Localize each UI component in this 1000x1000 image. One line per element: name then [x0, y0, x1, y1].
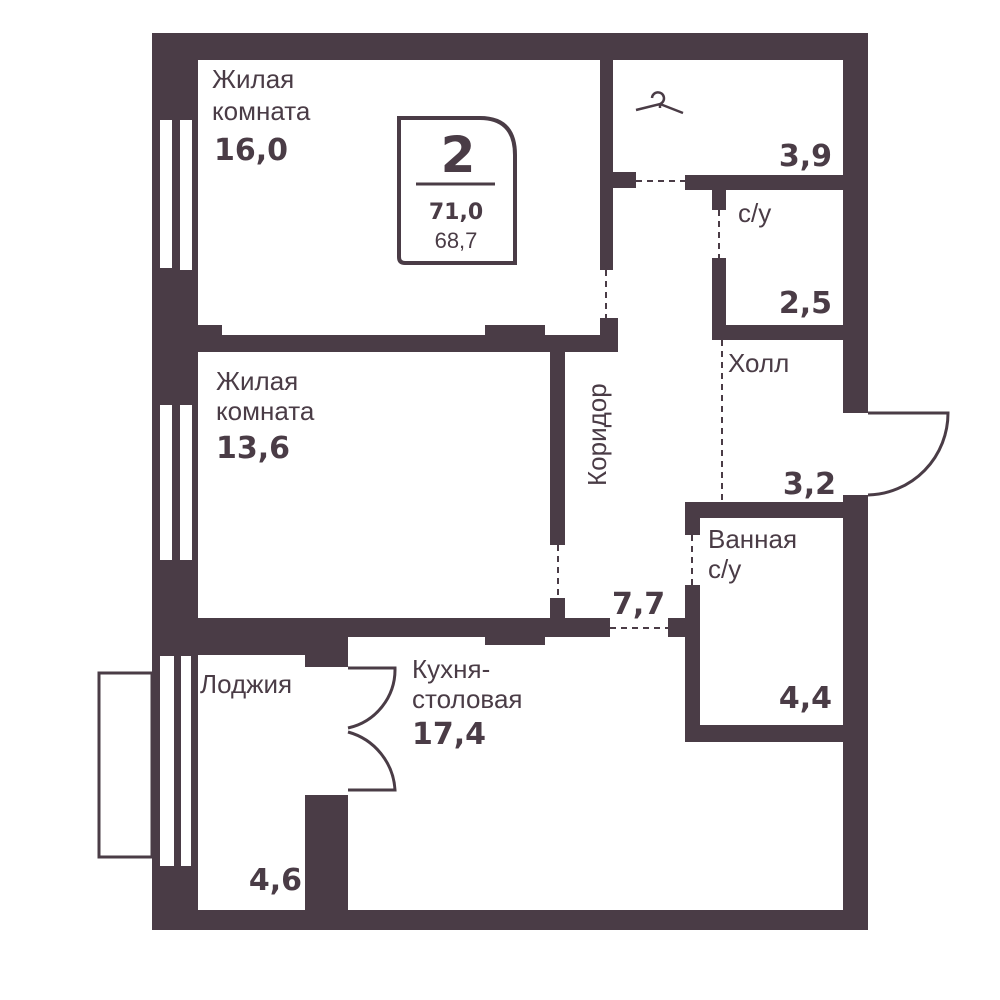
- loggia-door: [347, 666, 397, 792]
- room-name: комната: [212, 96, 311, 126]
- room-hall: Холл 3,2: [728, 348, 836, 502]
- room-area: 4,4: [779, 681, 832, 716]
- windows: [97, 120, 322, 895]
- hanger-icon: [635, 91, 684, 115]
- rooms-count: 2: [441, 126, 476, 184]
- room-name: Жилая: [212, 64, 294, 94]
- entrance-door: [867, 411, 950, 497]
- room-name: Холл: [728, 348, 789, 378]
- room-living-2: Жилая комната 13,6: [216, 366, 315, 466]
- room-name: Жилая: [216, 366, 298, 396]
- room-name: Лоджия: [200, 669, 292, 699]
- room-loggia: Лоджия 4,6: [200, 669, 302, 898]
- room-area: 7,7: [612, 587, 665, 622]
- room-area: 3,2: [783, 467, 836, 502]
- living-area: 68,7: [435, 228, 478, 253]
- room-area: 16,0: [214, 133, 288, 168]
- room-area: 2,5: [779, 286, 832, 321]
- room-name: с/у: [708, 554, 741, 584]
- room-wardrobe: 3,9: [779, 139, 832, 174]
- room-name: с/у: [738, 198, 771, 228]
- door-openings: [347, 180, 950, 792]
- total-area: 71,0: [429, 200, 483, 225]
- room-bathroom: Ванная с/у 4,4: [708, 524, 832, 716]
- apartment-badge: 2 71,0 68,7: [397, 116, 517, 265]
- room-name: Ванная: [708, 524, 797, 554]
- room-name: комната: [216, 396, 315, 426]
- balcony-outline: [97, 671, 154, 859]
- room-area: 17,4: [412, 717, 486, 752]
- room-kitchen: Кухня- столовая 17,4: [412, 654, 523, 752]
- room-name: Коридор: [582, 383, 612, 486]
- room-area: 3,9: [779, 139, 832, 174]
- room-corridor: Коридор 7,7: [582, 383, 665, 622]
- room-wc: с/у 2,5: [738, 198, 832, 321]
- room-name: столовая: [412, 684, 523, 714]
- room-area: 13,6: [216, 431, 290, 466]
- room-area: 4,6: [249, 863, 302, 898]
- room-name: Кухня-: [412, 654, 490, 684]
- room-living-1: Жилая комната 16,0: [212, 64, 311, 168]
